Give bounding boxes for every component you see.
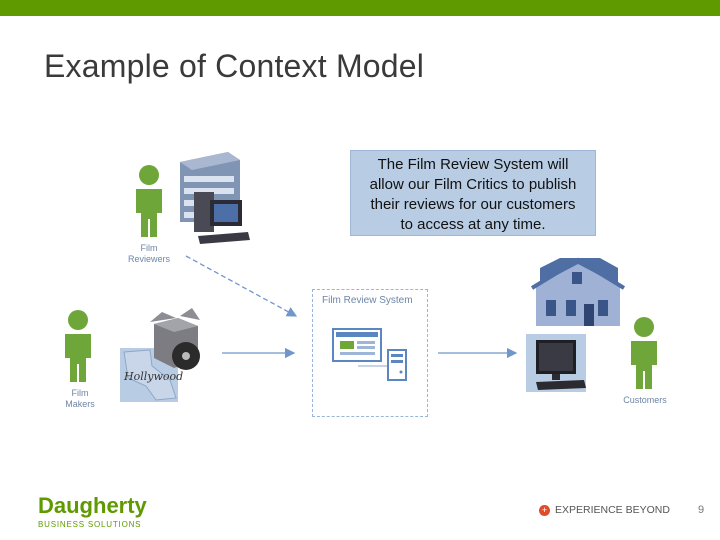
slide-title: Example of Context Model [44, 48, 425, 84]
desktop-monitor-icon [526, 334, 586, 392]
description-line: to access at any time. [400, 216, 546, 233]
person-icon [65, 310, 91, 382]
plus-circle-icon: + [539, 505, 550, 516]
person-icon [631, 317, 657, 389]
film-makers-label-line: Film [71, 388, 89, 398]
house-icon [530, 257, 626, 326]
film-reviewers-label-line: Reviewers [127, 254, 170, 264]
svg-text:Hollywood: Hollywood [123, 370, 183, 383]
system-label: Film Review System [322, 295, 413, 306]
tagline-text: EXPERIENCE BEYOND [555, 504, 670, 516]
hollywood-map-icon: Hollywood [120, 348, 183, 402]
description-line: their reviews for our customers [370, 196, 576, 213]
film-makers-label: Film Makers [56, 388, 104, 410]
film-review-system-boundary [312, 289, 428, 417]
person-icon [136, 165, 162, 237]
description-line: allow our Film Critics to publish [369, 176, 577, 193]
daugherty-logo-subtitle: BUSINESS SOLUTIONS [38, 520, 142, 529]
daugherty-logo: Daugherty [38, 493, 147, 518]
film-makers-label-line: Makers [65, 399, 95, 409]
server-icon [358, 349, 407, 381]
top-accent-bar [0, 0, 720, 16]
customers-label: Customers [623, 395, 667, 405]
film-reviewers-label-line: Film [140, 243, 158, 253]
computer-icon [194, 192, 250, 244]
page-number: 9 [698, 504, 705, 516]
description-line: The Film Review System will [377, 156, 569, 173]
dvd-icon [172, 342, 200, 370]
reviewers-to-system-arrow [185, 255, 298, 317]
web-page-icon [332, 328, 382, 362]
film-reviewers-label: Film Reviewers [120, 243, 178, 265]
system-description: The Film Review System will allow our Fi… [350, 150, 596, 236]
